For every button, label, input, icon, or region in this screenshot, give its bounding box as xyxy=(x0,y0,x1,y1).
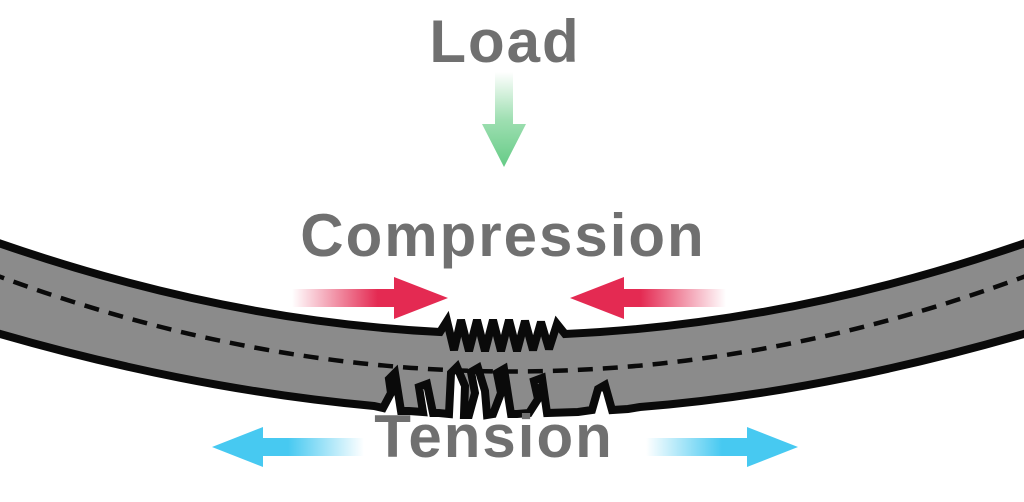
compression-arrow-right-icon xyxy=(570,277,726,319)
tension-label: Tension xyxy=(374,403,614,470)
compression-arrow-left-icon xyxy=(292,277,448,319)
load-label: Load xyxy=(429,8,581,75)
beam-body xyxy=(0,239,1024,420)
neutral-axis-dashed-line xyxy=(0,274,1024,374)
tension-arrow-right-icon xyxy=(646,427,798,467)
load-arrow-icon xyxy=(482,72,526,167)
tension-arrow-left-icon xyxy=(212,427,364,467)
compression-label: Compression xyxy=(300,202,706,269)
